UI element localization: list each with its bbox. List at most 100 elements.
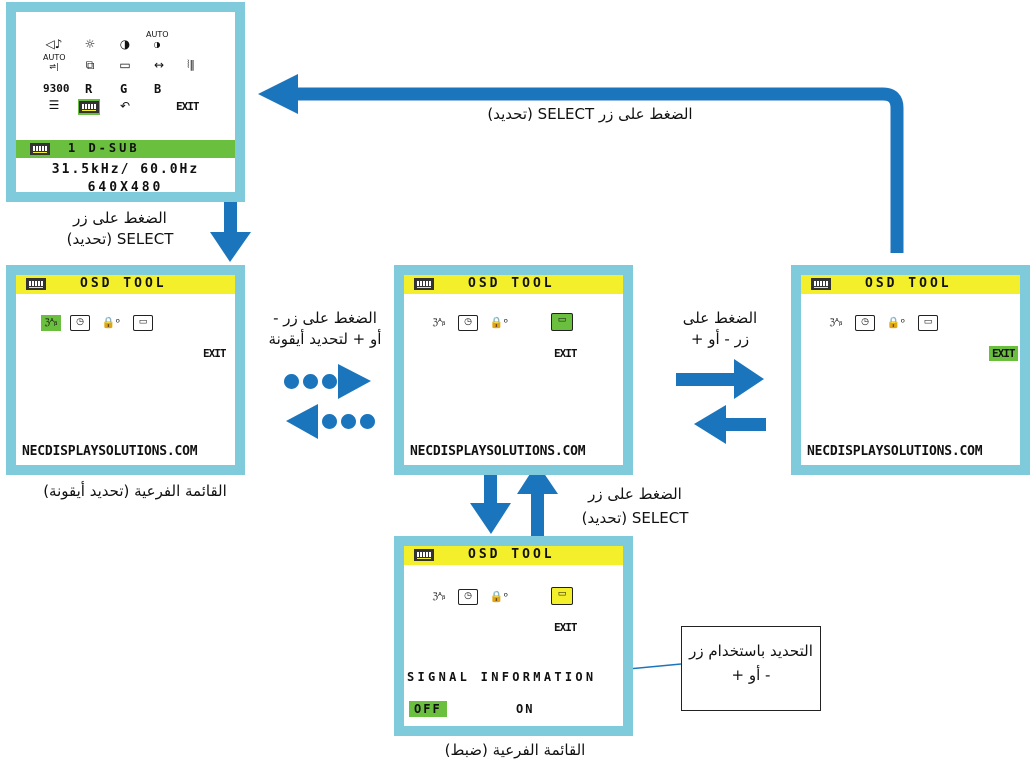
label-minus-plus-icon: الضغط على زر - أو + لتحديد أيقونة xyxy=(250,308,400,350)
right-arrow-shaft xyxy=(676,373,736,386)
dotted-right-dot-2 xyxy=(303,374,318,389)
osd-panel-center: OSD TOOL ℨᴬᵦ ◷ 🔒ᵒ ▭ EXIT NECDISPLAYSOLUT… xyxy=(404,275,623,465)
dotted-right-dot-3 xyxy=(322,374,337,389)
signal-on-option: ON xyxy=(516,702,535,716)
osd-header: OSD TOOL xyxy=(801,275,1020,294)
dotted-right-dot-1 xyxy=(284,374,299,389)
label-minus-plus: الضغط على زر - أو + xyxy=(650,308,790,350)
callout-line1: التحديد باستخدام زر xyxy=(689,642,813,660)
down-arrow-head-1 xyxy=(210,232,251,262)
volume-icon: ◁♪ xyxy=(45,37,63,51)
label-minus-plus-line1: الضغط على xyxy=(682,309,758,327)
main-menu-panel: ◁♪ ☼ ◑ AUTO◑ AUTO⇌| ⧉ ▭ ↔ ⦚‖ 9300 R G B … xyxy=(16,12,235,192)
osd-lock-out-icon: 🔒ᵒ xyxy=(886,316,906,329)
factory-preset-icon: ↶ xyxy=(119,99,131,113)
input-bar: 1 D-SUB xyxy=(16,140,235,158)
osd-tool-icon xyxy=(414,549,434,561)
osd-turn-off-icon: ◷ xyxy=(70,315,90,331)
osd-exit: EXIT xyxy=(203,347,226,360)
signal-information-icon: ▭ xyxy=(551,587,573,605)
dotted-left-dot-1 xyxy=(322,414,337,429)
input-label: 1 D-SUB xyxy=(68,141,140,155)
language-icon: ℨᴬᵦ xyxy=(41,315,61,331)
osd-panel-left: OSD TOOL ℨᴬᵦ ◷ 🔒ᵒ ▭ EXIT NECDISPLAYSOLUT… xyxy=(16,275,235,465)
osd-tool-icon xyxy=(414,278,434,290)
osd-title: OSD TOOL xyxy=(80,276,167,291)
auto-contrast-label: AUTO xyxy=(146,30,169,39)
signal-information-icon: ▭ xyxy=(918,315,938,331)
osd-lock-out-icon: 🔒ᵒ xyxy=(101,316,121,329)
up-arrow-shaft xyxy=(531,492,544,536)
auto-adjust-icon: AUTO⇌| xyxy=(43,53,66,71)
signal-information-icon: ▭ xyxy=(551,313,573,331)
signal-information-label: SIGNAL INFORMATION xyxy=(407,670,597,684)
site-url: NECDISPLAYSOLUTIONS.COM xyxy=(22,444,198,459)
osd-exit: EXIT xyxy=(554,621,577,634)
signal-off-option: OFF xyxy=(409,701,447,717)
up-arrow-head xyxy=(517,463,558,494)
color-r-label: R xyxy=(85,82,93,96)
right-arrow-head xyxy=(734,359,764,399)
label-minus-plus-icon-line1: الضغط على زر - xyxy=(273,309,377,327)
osd-screen-right: OSD TOOL ℨᴬᵦ ◷ 🔒ᵒ ▭ EXIT NECDISPLAYSOLUT… xyxy=(791,265,1030,475)
osd-tool-icon xyxy=(26,278,46,290)
brightness-icon: ☼ xyxy=(84,37,96,51)
language-icon: ℨᴬᵦ xyxy=(829,318,843,328)
label-select-bottom-line1: الضغط على زر xyxy=(588,485,682,503)
osd-lock-out-icon: 🔒ᵒ xyxy=(489,316,509,329)
osd-tool-icon xyxy=(811,278,831,290)
fine-icon: ⦚‖ xyxy=(187,58,195,71)
osd-header: OSD TOOL xyxy=(404,275,623,294)
osd-turn-off-icon: ◷ xyxy=(855,315,875,331)
left-right-icon: ⧉ xyxy=(85,58,95,72)
left-arrow-head xyxy=(694,405,726,444)
label-minus-plus-icon-line2: أو + لتحديد أيقونة xyxy=(268,330,382,348)
osd-header: OSD TOOL xyxy=(404,546,623,565)
osd-lock-out-icon: 🔒ᵒ xyxy=(489,590,509,603)
color-control-icon: ☰ xyxy=(48,98,60,112)
label-select-top: الضغط على زر SELECT (تحديد) xyxy=(487,105,693,123)
h-size-icon: ↔ xyxy=(153,58,165,72)
color-g-label: G xyxy=(120,82,128,96)
frequency-text: 31.5kHz/ 60.0Hz xyxy=(51,162,200,177)
osd-panel-right: OSD TOOL ℨᴬᵦ ◷ 🔒ᵒ ▭ EXIT NECDISPLAYSOLUT… xyxy=(801,275,1020,465)
auto-adjust-label: AUTO xyxy=(43,53,66,62)
label-minus-plus-line2: زر - أو + xyxy=(690,330,750,348)
input-connector-icon xyxy=(30,143,50,155)
label-select-bottom-line2: SELECT (تحديد) xyxy=(581,509,689,527)
osd-header: OSD TOOL xyxy=(16,275,235,294)
down-arrow-shaft-2 xyxy=(484,466,497,506)
down-arrow-shaft-1 xyxy=(224,199,237,235)
osd-turn-off-icon: ◷ xyxy=(458,315,478,331)
label-select-bottom: الضغط على زر SELECT (تحديد) xyxy=(555,482,715,530)
osd-screen-left: OSD TOOL ℨᴬᵦ ◷ 🔒ᵒ ▭ EXIT NECDISPLAYSOLUT… xyxy=(6,265,245,475)
site-url: NECDISPLAYSOLUTIONS.COM xyxy=(410,444,586,459)
osd-screen-center: OSD TOOL ℨᴬᵦ ◷ 🔒ᵒ ▭ EXIT NECDISPLAYSOLUT… xyxy=(394,265,633,475)
language-icon: ℨᴬᵦ xyxy=(432,318,446,328)
callout-line2: - أو + xyxy=(731,666,771,684)
down-arrow-head-2 xyxy=(470,503,511,534)
osd-title: OSD TOOL xyxy=(468,547,555,562)
label-select-left-line2: SELECT (تحديد) xyxy=(66,230,174,248)
color-9300-label: 9300 xyxy=(43,82,70,95)
site-url: NECDISPLAYSOLUTIONS.COM xyxy=(807,444,983,459)
label-submenu-icon: القائمة الفرعية (تحديد أيقونة) xyxy=(43,482,227,500)
osd-panel-signal: OSD TOOL ℨᴬᵦ ◷ 🔒ᵒ ▭ EXIT SIGNAL INFORMAT… xyxy=(404,546,623,726)
label-select-left-line1: الضغط على زر xyxy=(73,209,167,227)
callout-box: التحديد باستخدام زر - أو + xyxy=(681,626,821,711)
label-submenu-adjust: القائمة الفرعية (ضبط) xyxy=(444,741,586,759)
left-arrow-shaft xyxy=(724,418,766,431)
dotted-left-dot-2 xyxy=(341,414,356,429)
main-menu-screen: ◁♪ ☼ ◑ AUTO◑ AUTO⇌| ⧉ ▭ ↔ ⦚‖ 9300 R G B … xyxy=(6,2,245,202)
dotted-left-dot-3 xyxy=(360,414,375,429)
osd-tool-icon xyxy=(78,99,100,115)
auto-contrast-icon: AUTO◑ xyxy=(146,30,169,49)
osd-title: OSD TOOL xyxy=(468,276,555,291)
main-exit-label: EXIT xyxy=(176,100,199,113)
osd-turn-off-icon: ◷ xyxy=(458,589,478,605)
signal-information-icon: ▭ xyxy=(133,315,153,331)
osd-exit: EXIT xyxy=(554,347,577,360)
dotted-left-arrow-head xyxy=(286,404,318,439)
dotted-right-arrow-head xyxy=(338,364,371,399)
